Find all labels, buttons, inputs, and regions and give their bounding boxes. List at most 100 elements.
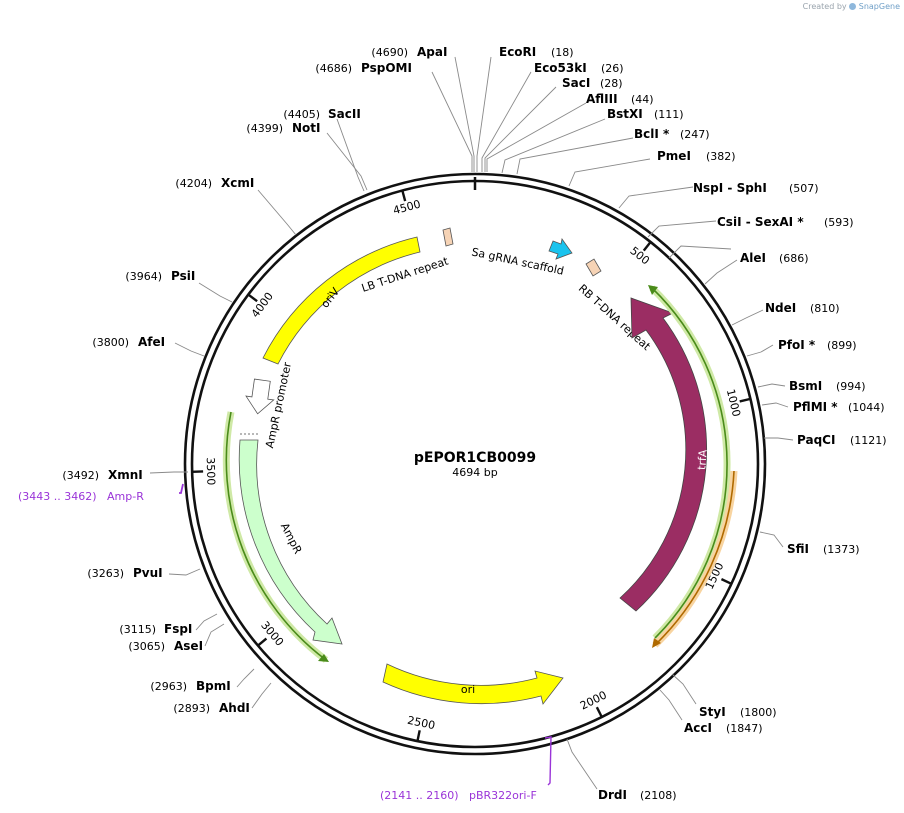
feature-trfa-translation-arrow: [648, 285, 658, 295]
site-name-sacii: SacII: [328, 107, 361, 121]
site-name-pvui: PvuI: [133, 566, 163, 580]
site-name-ecori: EcoRI: [499, 45, 536, 59]
tick-label: 3500: [204, 457, 218, 485]
feature-oriv: [262, 236, 421, 365]
site-name-eco53ki: Eco53kI: [534, 61, 587, 75]
site-pos-fspi: (3115): [119, 623, 156, 636]
site-name-fspi: FspI: [164, 622, 192, 636]
tick-mark: [401, 190, 407, 202]
site-name-nspi-sphi: NspI - SphI: [693, 181, 767, 195]
tick-mark: [247, 293, 258, 303]
site-pos-pfoi: (899): [827, 339, 857, 352]
site-name-xcmi: XcmI: [221, 176, 254, 190]
site-name-alei: AleI: [740, 251, 766, 265]
tick-mark: [642, 241, 652, 252]
site-name-apai: ApaI: [417, 45, 447, 59]
site-name-bstxi: BstXI: [607, 107, 643, 121]
site-name-ahdi: AhdI: [219, 701, 250, 715]
site-pos-saci: (28): [600, 77, 623, 90]
snapgene-credit: Created by SnapGene: [803, 2, 900, 11]
feature-sa-grna-scaffold: [548, 238, 573, 260]
snapgene-logo-icon: [849, 3, 857, 10]
site-pos-sacii: (4405): [283, 108, 320, 121]
site-name-xmni: XmnI: [108, 468, 143, 482]
site-pos-nspi-sphi: (507): [789, 182, 819, 195]
site-pos-sfii: (1373): [823, 543, 860, 556]
feature-ori-label: ori: [461, 683, 475, 696]
site-pos-styi: (1800): [740, 706, 777, 719]
site-name-psii: PsiI: [171, 269, 195, 283]
site-name-bsmi: BsmI: [789, 379, 822, 393]
site-name-saci: SacI: [562, 76, 590, 90]
feature-ampr-translation-arrow: [318, 654, 329, 662]
site-name-pspomi: PspOMI: [361, 61, 412, 75]
site-name-pfoi: PfoI *: [778, 338, 816, 352]
site-name-drdi: DrdI: [598, 788, 627, 802]
site-pos-paqci: (1121): [850, 434, 887, 447]
site-name-styi: StyI: [699, 705, 726, 719]
tick-mark: [416, 730, 421, 742]
site-pos-ahdi: (2893): [173, 702, 210, 715]
tick-mark: [595, 706, 603, 718]
site-pos-xcmi: (4204): [175, 177, 212, 190]
site-labels: (4690) ApaI (4686) PspOMI (4405) SacII (…: [62, 45, 886, 802]
tick-label: 3000: [258, 619, 286, 649]
site-name-acci: AccI: [684, 721, 712, 735]
feature-ampr-label: AmpR: [278, 521, 305, 557]
tick-label: 1000: [724, 388, 743, 418]
site-name-bpmi: BpmI: [196, 679, 231, 693]
site-name-sfii: SfiI: [787, 542, 809, 556]
site-pos-pvui: (3263): [87, 567, 124, 580]
site-pos-asei: (3065): [128, 640, 165, 653]
plasmid-name: pEPOR1CB0099: [414, 450, 536, 466]
credit-brand: SnapGene: [858, 2, 900, 11]
site-name-pflmi: PflMI *: [793, 400, 838, 414]
site-name-noti: NotI: [292, 121, 321, 135]
site-pos-bstxi: (111): [654, 108, 684, 121]
plasmid-length: 4694 bp: [452, 466, 497, 479]
feature-rb-tdna-repeat: [585, 258, 602, 277]
site-name-asei: AseI: [174, 639, 203, 653]
site-name-ndei: NdeI: [765, 301, 796, 315]
site-pos-eco53ki: (26): [601, 62, 624, 75]
site-name-afei: AfeI: [138, 335, 165, 349]
feature-trfa-label: trfA: [695, 449, 709, 471]
tick-label: 2500: [406, 714, 436, 732]
feature-orange-translation-arrow: [652, 638, 661, 648]
feature-ampr-translation-line: [225, 411, 327, 661]
tick-mark: [257, 637, 268, 647]
site-pos-ecori: (18): [551, 46, 574, 59]
site-name-csii-sexai: CsiI - SexAI *: [717, 215, 804, 229]
feature-trfa-translation-line: [651, 287, 728, 639]
site-pos-pflmi: (1044): [848, 401, 885, 414]
primer-pbr322ori-f-range: (2141 .. 2160): [380, 789, 459, 802]
site-name-bcli: BclI *: [634, 127, 670, 141]
feature-orange-translation-line: [654, 470, 735, 646]
primer-amp-r-name: Amp-R: [107, 490, 144, 503]
site-pos-bpmi: (2963): [150, 680, 187, 693]
site-pos-drdi: (2108): [640, 789, 677, 802]
tick-label: 2000: [578, 688, 609, 712]
site-pos-acci: (1847): [726, 722, 763, 735]
feature-lb-tdna-repeat: [442, 227, 454, 247]
backbone-outer-circle: [183, 172, 767, 756]
site-pos-bsmi: (994): [836, 380, 866, 393]
site-name-paqci: PaqCI: [797, 433, 835, 447]
site-pos-pspomi: (4686): [315, 62, 352, 75]
site-name-afliii: AflIII: [586, 92, 618, 106]
site-pos-ndei: (810): [810, 302, 840, 315]
primer-amp-r: (3443 .. 3462) Amp-R: [18, 483, 184, 503]
site-pos-afei: (3800): [92, 336, 129, 349]
feature-ampr-promoter: [245, 378, 275, 415]
site-pos-xmni: (3492): [62, 469, 99, 482]
tick-label: 4500: [392, 198, 422, 218]
site-pos-noti: (4399): [246, 122, 283, 135]
tick-label: 500: [627, 244, 652, 267]
site-pos-pmei: (382): [706, 150, 736, 163]
feature-ori: [382, 663, 564, 705]
tick-mark: [739, 397, 751, 403]
credit-prefix: Created by: [802, 2, 847, 11]
site-pos-bcli: (247): [680, 128, 710, 141]
site-pos-psii: (3964): [125, 270, 162, 283]
